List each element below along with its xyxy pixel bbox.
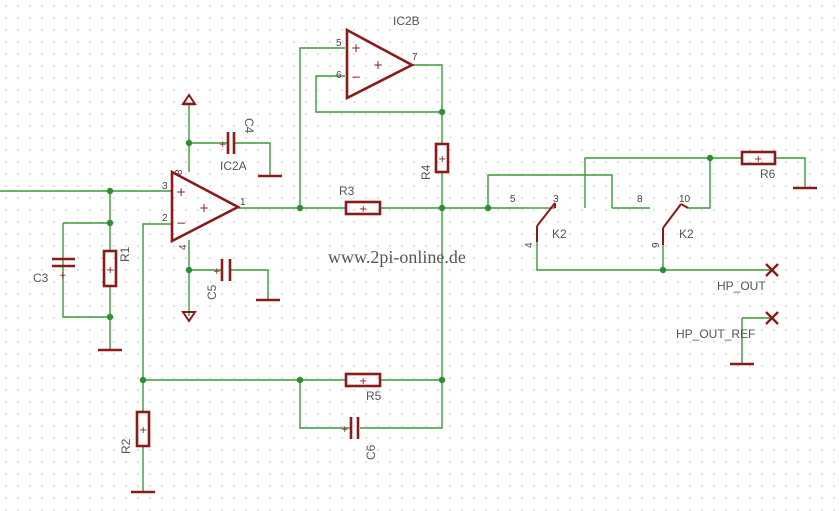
r2-plus-mark: + [139, 425, 147, 436]
hp-out-ref-label: HP_OUT_REF [676, 327, 755, 341]
r1-label: R1 [118, 246, 132, 262]
ic2b-pin7-label: 7 [412, 52, 418, 63]
c3-plus-mark: + [59, 271, 67, 281]
ic2a-plus-symbol: + [176, 185, 186, 199]
r1-plus-mark: + [106, 265, 114, 276]
c5-plus-mark: + [213, 267, 221, 277]
k2-pin8-label: 8 [637, 194, 643, 205]
supply-plus-icon [181, 93, 197, 106]
k2-pin5-label: 5 [510, 194, 516, 205]
c4-label: C4 [242, 118, 256, 134]
r3-plus-mark: + [359, 204, 367, 215]
capacitor-c3[interactable]: + C3 [33, 257, 75, 285]
c3-label: C3 [33, 271, 49, 285]
c6-label: C6 [364, 444, 378, 460]
ic2b-pin5-label: 5 [336, 38, 342, 49]
hp-out-ref-pin[interactable]: HP_OUT_REF [676, 311, 779, 341]
supply-minus-icon [181, 311, 197, 323]
ic2a-pin8-label: 8 [174, 169, 185, 175]
resistor-r2[interactable]: + R2 [119, 410, 151, 454]
resistor-r6[interactable]: + R6 [740, 150, 777, 181]
watermark-text: www.2pi-online.de [328, 247, 466, 267]
r4-plus-mark: + [438, 154, 446, 165]
wires [0, 47, 806, 492]
ic2b-center-symbol: + [373, 58, 383, 72]
hp-out-pin[interactable]: HP_OUT [717, 263, 779, 293]
c6-plus-mark: + [341, 425, 349, 435]
relay-k2-contact-a[interactable]: 5 3 4 K2 [510, 194, 567, 248]
c5-label: C5 [205, 284, 219, 300]
ic2a-center-symbol: + [199, 201, 209, 215]
resistor-r4[interactable]: + R4 [419, 142, 450, 180]
capacitor-c5[interactable]: + C5 [205, 259, 232, 300]
r3-label: R3 [339, 184, 355, 198]
c4-plus-mark: + [219, 140, 227, 150]
junctions [106, 108, 714, 384]
r2-label: R2 [119, 438, 133, 454]
ic2a-label: IC2A [220, 159, 247, 173]
capacitor-c6[interactable]: + C6 [341, 417, 378, 460]
r5-plus-mark: + [359, 376, 367, 387]
capacitor-c4[interactable]: + C4 [219, 118, 256, 154]
r4-label: R4 [419, 164, 433, 180]
ic2a-pin1-label: 1 [240, 197, 246, 208]
ic2b-plus-symbol: + [351, 41, 361, 55]
r5-label: R5 [366, 389, 382, 403]
k2-pin3-label: 3 [553, 194, 559, 205]
r6-label: R6 [760, 167, 776, 181]
r6-plus-mark: + [754, 154, 762, 165]
hp-out-label: HP_OUT [717, 279, 766, 293]
k2-pin9-label: 9 [651, 242, 662, 248]
relay-k2-contact-b[interactable]: 8 10 9 K2 [637, 194, 694, 248]
ic2b-pin6-label: 6 [336, 70, 342, 81]
ic2a-pin2-label: 2 [162, 213, 168, 224]
k2a-label: K2 [552, 227, 567, 241]
k2b-label: K2 [679, 227, 694, 241]
opamp-ic2b[interactable]: + − + 5 6 7 IC2B [336, 14, 420, 101]
ic2b-minus-symbol: − [351, 70, 361, 84]
resistor-r5[interactable]: + R5 [344, 372, 382, 403]
opamp-ic2a[interactable]: + − + 3 2 1 8 4 IC2A [162, 159, 247, 250]
ic2b-label: IC2B [393, 14, 420, 28]
k2-pin4-label: 4 [524, 242, 535, 248]
k2-pin10-label: 10 [679, 194, 691, 205]
ic2a-minus-symbol: − [176, 216, 186, 230]
resistor-r3[interactable]: + R3 [339, 184, 382, 216]
ic2a-pin4-label: 4 [178, 244, 189, 250]
ic2a-pin3-label: 3 [162, 181, 168, 192]
resistor-r1[interactable]: + R1 [102, 246, 132, 288]
